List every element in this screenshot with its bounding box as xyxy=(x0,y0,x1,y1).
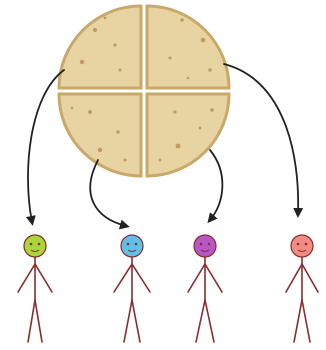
person-purple-smile xyxy=(200,249,210,252)
pie-piece-top-right xyxy=(145,4,231,90)
arrows xyxy=(25,63,304,230)
person-green-head xyxy=(23,234,47,258)
person-blue xyxy=(113,234,151,343)
person-pink-smile xyxy=(297,249,307,252)
person-purple xyxy=(187,234,223,343)
person-pink-body xyxy=(285,256,319,343)
pie-piece-top-left xyxy=(57,4,143,90)
person-green xyxy=(17,234,53,343)
person-blue-body xyxy=(113,256,151,343)
arrow-to-purple-person xyxy=(207,149,224,224)
person-pink-head xyxy=(290,234,314,258)
person-pink xyxy=(285,234,319,343)
person-purple-body xyxy=(187,256,223,343)
pie-texture xyxy=(70,16,214,162)
arrow-to-pink-person xyxy=(223,63,304,218)
person-pink-face xyxy=(296,242,308,246)
person-purple-head xyxy=(193,234,217,258)
pie xyxy=(57,4,231,178)
person-blue-face xyxy=(126,242,138,246)
person-green-smile xyxy=(30,249,40,252)
person-blue-smile xyxy=(127,249,137,252)
person-purple-face xyxy=(199,242,211,246)
pie-piece-bottom-left xyxy=(57,92,143,178)
pie-piece-bottom-right xyxy=(145,92,231,178)
person-green-body xyxy=(17,256,53,343)
arrow-to-green-person xyxy=(25,69,65,226)
person-green-face xyxy=(29,242,41,246)
arrow-to-blue-person xyxy=(89,159,130,230)
person-blue-head xyxy=(120,234,144,258)
